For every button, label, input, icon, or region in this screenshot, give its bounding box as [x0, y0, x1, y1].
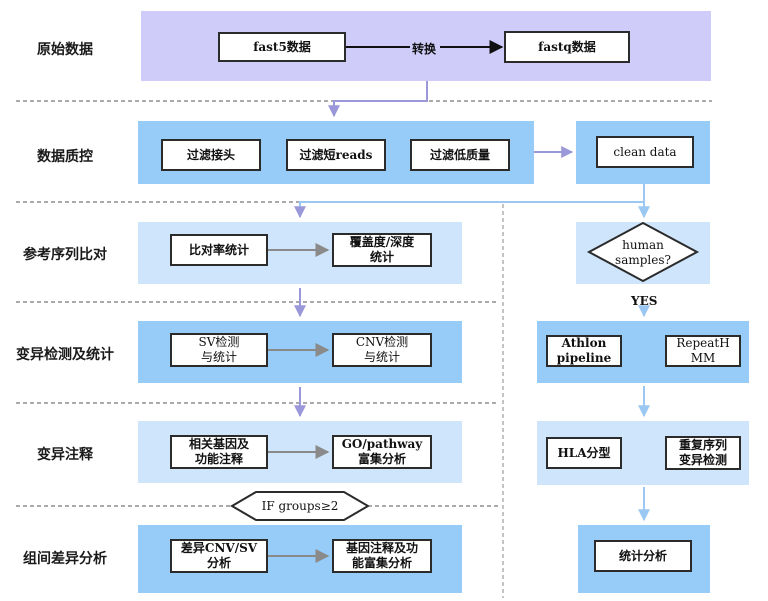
mapping-rate-box: 比对率统计 — [170, 234, 268, 266]
repeathmm-box: RepeatH MM — [665, 335, 741, 367]
yes-label: YES — [631, 294, 658, 308]
stage-label-raw: 原始数据 — [37, 42, 93, 58]
repeat-variant-box: 重复序列 变异检测 — [665, 436, 741, 470]
convert-label: 转换 — [412, 42, 437, 56]
stage-label-align: 参考序列比对 — [23, 247, 107, 263]
sv-detect-box: SV检测 与统计 — [170, 333, 268, 367]
stats-analysis-box: 统计分析 — [594, 540, 692, 572]
filter-short-reads-box: 过滤短reads — [286, 139, 386, 171]
coverage-depth-box: 覆盖度/深度 统计 — [332, 233, 432, 267]
gene-annot-enrich-box: 基因注释及功 能富集分析 — [332, 539, 432, 573]
stage-label-group: 组间差异分析 — [23, 551, 107, 567]
diff-cnv-sv-box: 差异CNV/SV 分析 — [170, 539, 268, 573]
stage-label-annot: 变异注释 — [37, 447, 93, 463]
go-pathway-box: GO/pathway 富集分析 — [332, 435, 432, 469]
human-samples-label: human samples? — [615, 238, 671, 267]
athlon-pipeline-box: Athlon pipeline — [546, 335, 622, 367]
cnv-detect-box: CNV检测 与统计 — [332, 333, 432, 367]
stage-label-variant: 变异检测及统计 — [16, 347, 114, 363]
hla-typing-box: HLA分型 — [546, 437, 622, 469]
fast5-data-box: fast5数据 — [218, 32, 346, 62]
filter-low-quality-box: 过滤低质量 — [410, 139, 510, 171]
clean-data-box: clean data — [596, 136, 694, 168]
stage-label-qc: 数据质控 — [37, 149, 93, 165]
fastq-data-box: fastq数据 — [504, 31, 630, 63]
if-groups-label: IF groups≥2 — [261, 499, 339, 513]
gene-function-annot-box: 相关基因及 功能注释 — [170, 435, 268, 469]
filter-adapter-box: 过滤接头 — [161, 139, 261, 171]
